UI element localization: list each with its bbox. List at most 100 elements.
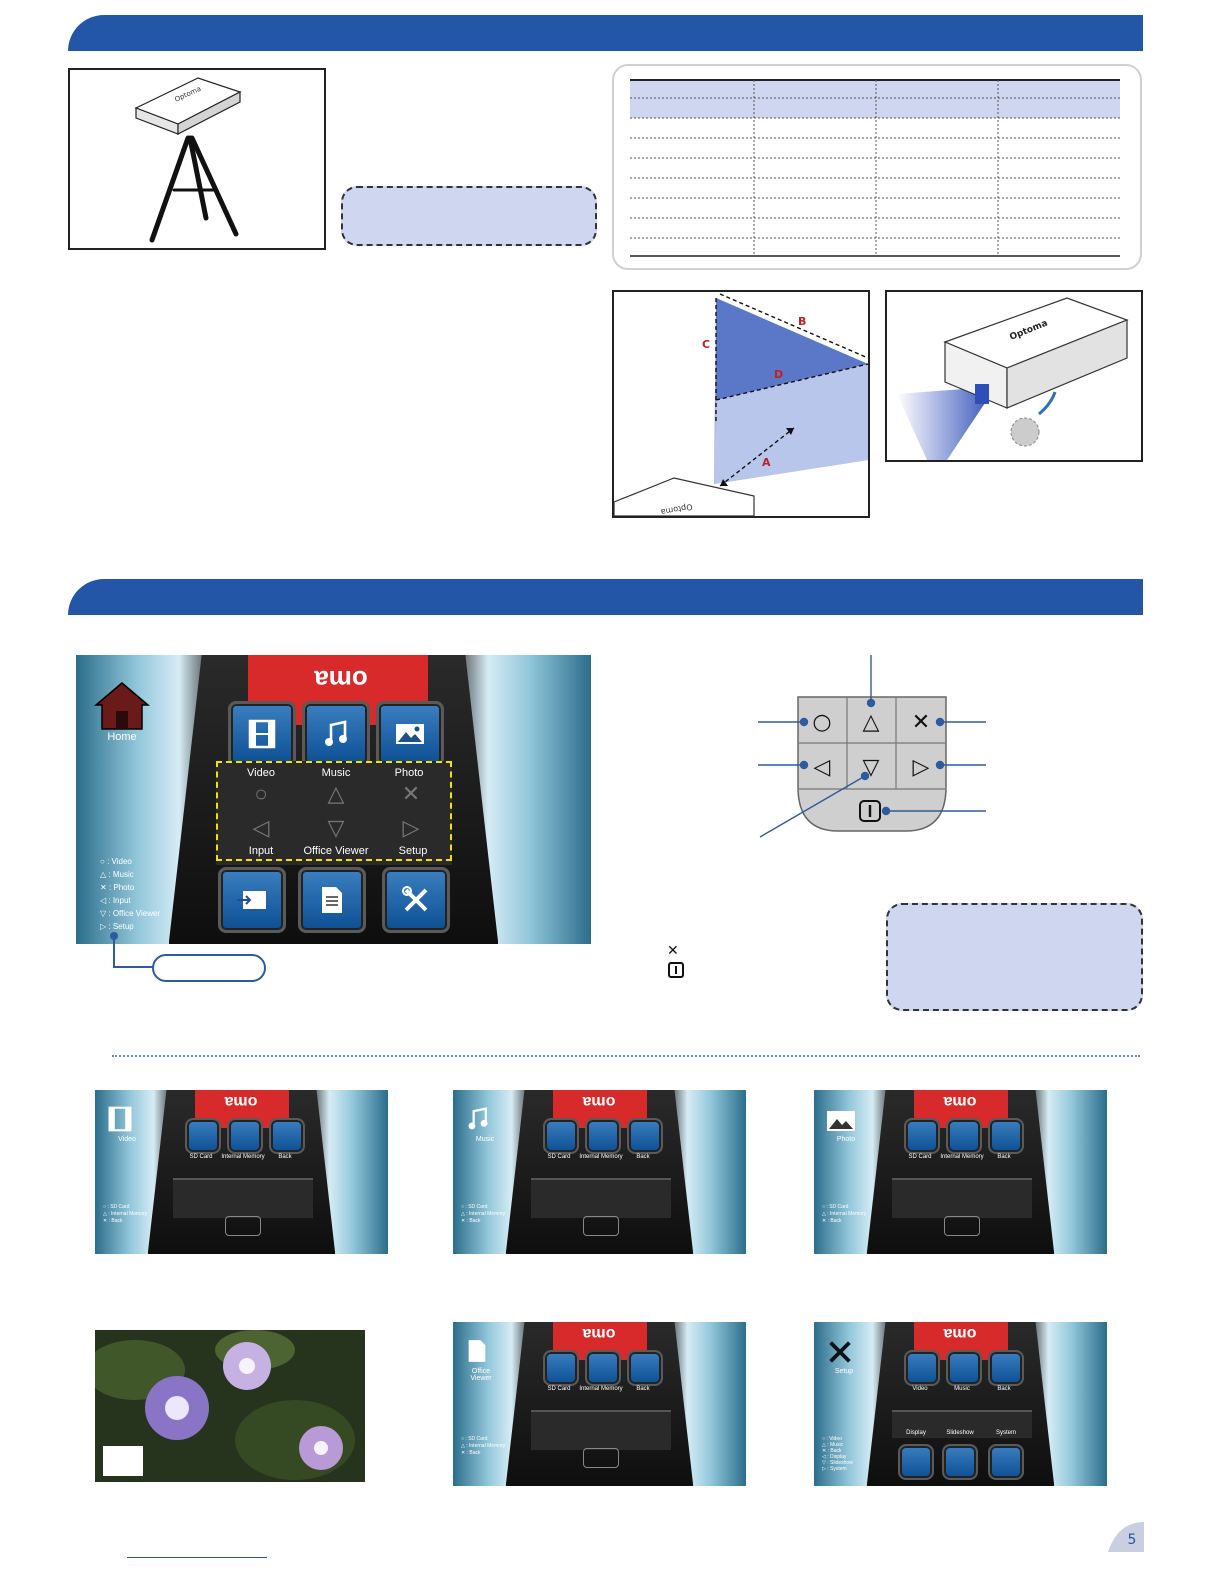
keypad-circle-button[interactable]: ○	[812, 710, 831, 735]
home-keypad-grid	[216, 761, 452, 865]
power-button[interactable]	[225, 1216, 261, 1236]
logo-text: oma	[582, 1325, 616, 1342]
right-symbol: ▷	[402, 815, 420, 840]
home-screen-screenshot: oma Home Video Music Photo ○ △ ✕ ◁ ▽ ▷ I…	[76, 655, 591, 944]
tile-input[interactable]	[218, 867, 286, 933]
music-note-icon	[468, 1107, 488, 1130]
power-button[interactable]	[944, 1216, 980, 1236]
focus-wheel-illustration: Optoma	[897, 297, 1129, 460]
keypad-down-button[interactable]: ▽	[863, 755, 880, 780]
tile-back[interactable]	[988, 1350, 1024, 1386]
tile-display[interactable]	[898, 1444, 934, 1480]
label-c: C	[702, 338, 710, 351]
projection-table-card	[612, 64, 1142, 270]
office-viewer-screen-screenshot: oma Office Viewer SD Card Internal Memor…	[453, 1322, 746, 1486]
tile-back[interactable]	[988, 1118, 1024, 1154]
sub-grid	[892, 1178, 1032, 1218]
callout-bubble	[152, 954, 266, 982]
sub-legend: ○ : Video△ : Music✕ : Back ◁ : Display▽ …	[822, 1436, 853, 1472]
home-legend: ○ : Video △ : Music ✕ : Photo ◁ : Input …	[100, 855, 210, 933]
legend-item: △ : Music	[100, 870, 134, 879]
keypad-diagram: ○ △ ✕ ◁ ▽ ▷	[758, 655, 986, 838]
tile-back[interactable]	[627, 1350, 663, 1386]
sub-legend: ○ : SD Card△ : Internal Memory✕ : Back	[822, 1204, 867, 1224]
callout-line	[113, 966, 153, 968]
screen-title: Music	[475, 1136, 495, 1143]
tile-label: Back	[997, 1386, 1011, 1392]
tile-sd-card[interactable]	[904, 1118, 940, 1154]
sub-grid	[892, 1410, 1032, 1438]
sub-grid	[173, 1178, 313, 1218]
tile-label: Back	[278, 1154, 292, 1160]
sub-legend: ○ : SD Card△ : Internal Memory✕ : Back	[461, 1204, 506, 1224]
tile-label: SD Card	[908, 1154, 932, 1160]
video-screen-screenshot: oma Video SD Card Internal Memory Back ○…	[95, 1090, 388, 1254]
tile-label: Internal Memory	[579, 1386, 623, 1392]
screen-title: Photo	[836, 1136, 856, 1143]
tile-input-label: Input	[248, 845, 274, 857]
tile-video[interactable]	[904, 1350, 940, 1386]
keypad-left-button[interactable]: ◁	[814, 755, 831, 780]
section-header-bar	[68, 15, 1143, 51]
tile-video[interactable]	[228, 701, 296, 767]
photo-screen-screenshot: oma Photo SD Card Internal Memory Back ○…	[814, 1090, 1107, 1254]
projection-geometry-diagram: B C D A Optoma	[613, 293, 869, 517]
tile-sd-card[interactable]	[185, 1118, 221, 1154]
tile-photo-label: Photo	[394, 767, 424, 779]
tile-office-viewer[interactable]	[298, 867, 366, 933]
tile-internal-memory[interactable]	[585, 1118, 621, 1154]
down-symbol: ▽	[327, 815, 345, 840]
tile-label: SD Card	[547, 1386, 571, 1392]
sub-legend: ○ : SD Card△ : Internal Memory✕ : Back	[461, 1436, 506, 1456]
flower-photo-image	[95, 1330, 365, 1482]
tile-internal-memory[interactable]	[585, 1350, 621, 1386]
tile-back[interactable]	[269, 1118, 305, 1154]
tile-slideshow[interactable]	[942, 1444, 978, 1480]
tile-label: Video	[912, 1386, 928, 1392]
tools-icon	[402, 886, 428, 912]
tile-internal-memory[interactable]	[227, 1118, 263, 1154]
home-title: Home	[107, 731, 137, 743]
tripod-projector-illustration: Optoma	[134, 77, 242, 243]
tile-label: SD Card	[547, 1154, 571, 1160]
keypad-triangle-button[interactable]: △	[863, 710, 880, 735]
picture-icon	[396, 724, 424, 744]
sub-legend: ○ : SD Card△ : Internal Memory✕ : Back	[103, 1204, 148, 1224]
film-icon	[108, 1106, 132, 1132]
tile-label: Display	[906, 1430, 926, 1436]
legend-item: ▷ : Setup	[100, 922, 134, 931]
logo-text: oma	[943, 1093, 977, 1110]
circle-symbol: ○	[254, 781, 268, 806]
note-box	[341, 186, 597, 246]
tile-internal-memory[interactable]	[946, 1118, 982, 1154]
legend-item: ◁ : Input	[100, 896, 131, 905]
tile-photo[interactable]	[376, 701, 444, 767]
label-d: D	[774, 368, 783, 381]
tile-label: Internal Memory	[579, 1154, 623, 1160]
power-button[interactable]	[583, 1448, 619, 1468]
keypad-cross-button[interactable]: ✕	[912, 710, 930, 735]
keypad-power-button[interactable]	[859, 800, 881, 822]
screen-title: Video	[118, 1136, 136, 1143]
tile-sd-card[interactable]	[543, 1118, 579, 1154]
keypad-right-button[interactable]: ▷	[913, 755, 930, 780]
callout-line	[113, 936, 115, 968]
triangle-symbol: △	[327, 781, 345, 806]
home-icon	[94, 682, 150, 730]
tile-sd-card[interactable]	[543, 1350, 579, 1386]
film-icon	[248, 719, 276, 749]
tile-label: Internal Memory	[221, 1154, 265, 1160]
label-a: A	[762, 456, 771, 469]
page-number: 5	[1128, 1532, 1137, 1548]
tile-back[interactable]	[627, 1118, 663, 1154]
tools-icon	[829, 1341, 851, 1363]
tile-setup[interactable]	[382, 867, 450, 933]
left-symbol: ◁	[252, 815, 270, 840]
tile-system[interactable]	[988, 1444, 1024, 1480]
tripod-projector-figure: Optoma	[68, 68, 326, 250]
legend-item: ✕ : Photo	[100, 883, 135, 892]
logo-text: oma	[943, 1325, 977, 1342]
tile-music[interactable]	[946, 1350, 982, 1386]
power-button[interactable]	[583, 1216, 619, 1236]
tile-music[interactable]	[302, 701, 370, 767]
